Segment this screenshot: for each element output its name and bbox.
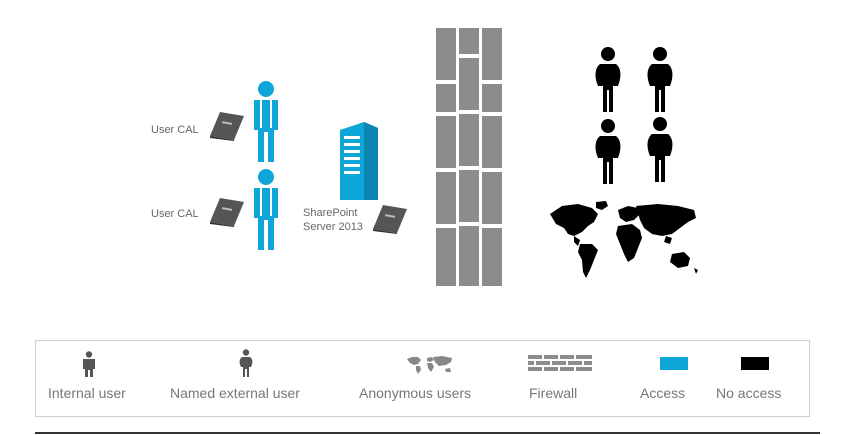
- firewall-icon: [436, 28, 502, 286]
- legend: Internal user Named external user Anonym…: [35, 340, 810, 417]
- firewall-icon: [528, 355, 592, 371]
- access-swatch: [660, 357, 688, 370]
- internal-user-icon: [254, 169, 278, 250]
- world-map-icon: [407, 356, 452, 374]
- external-user-icon: [239, 349, 253, 377]
- server-icon: [340, 122, 378, 200]
- external-user-icon: [647, 117, 673, 182]
- legend-label-anonymous-users: Anonymous users: [359, 385, 472, 401]
- external-user-icon: [595, 119, 621, 184]
- diagram: User CAL User CAL SharePoi: [151, 28, 698, 286]
- legend-label-no-access: No access: [716, 385, 782, 401]
- legend-label-named-external-user: Named external user: [170, 385, 300, 401]
- no-access-swatch: [741, 357, 769, 370]
- license-book-icon: [210, 198, 244, 227]
- user-cal-label-2: User CAL: [151, 208, 199, 220]
- world-map-icon: [550, 201, 698, 278]
- internal-user-icon: [254, 81, 278, 162]
- user-cal-label-1: User CAL: [151, 124, 199, 136]
- license-book-icon: [210, 112, 244, 141]
- bottom-divider: [35, 432, 820, 434]
- legend-label-access: Access: [640, 385, 686, 401]
- server-label-line1: SharePoint: [303, 207, 358, 219]
- internal-user-icon: [83, 351, 95, 377]
- license-book-icon: [373, 205, 407, 234]
- server-label-line2: Server 2013: [303, 221, 363, 233]
- legend-label-firewall: Firewall: [529, 385, 578, 401]
- external-user-icon: [647, 47, 673, 112]
- legend-label-internal-user: Internal user: [48, 385, 126, 401]
- external-user-icon: [595, 47, 621, 112]
